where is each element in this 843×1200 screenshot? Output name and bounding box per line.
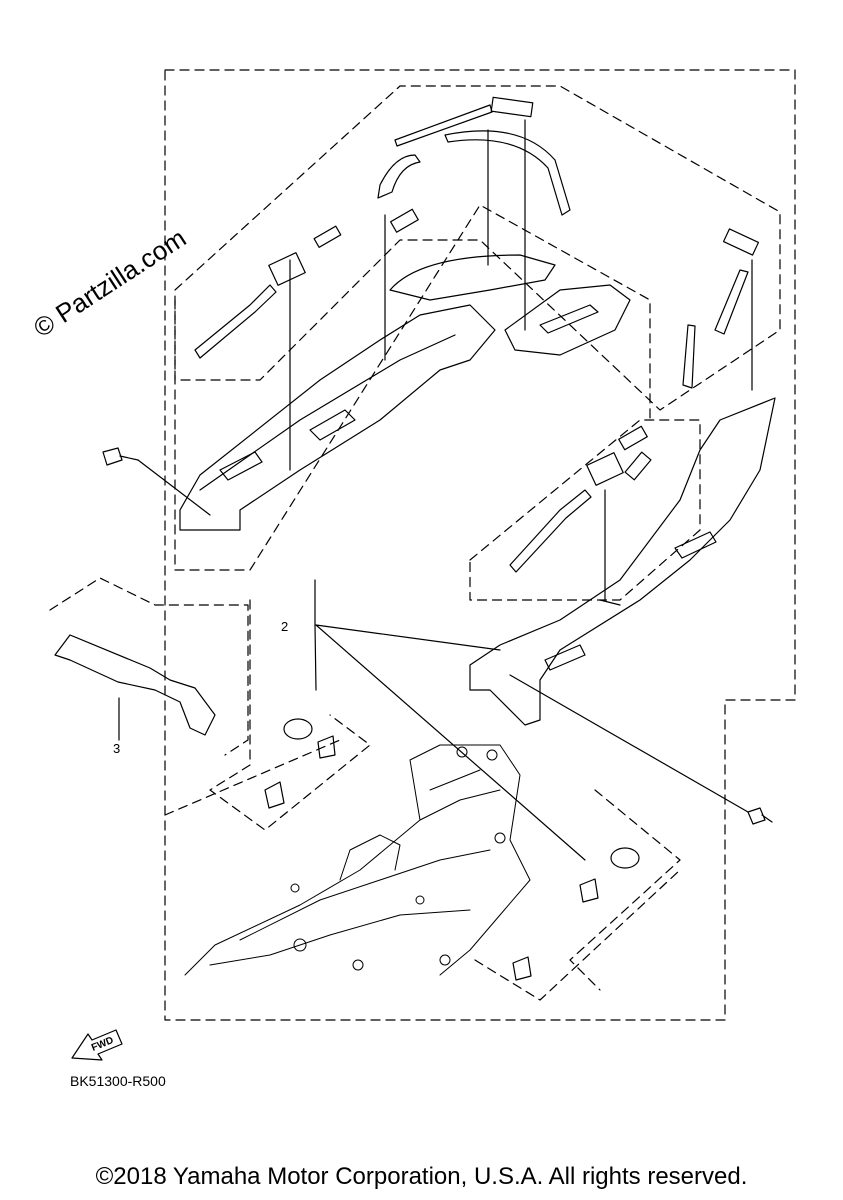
bottom-cover-part xyxy=(54,634,216,736)
callout-part-3: 3 xyxy=(113,741,121,756)
callout-part-2: 2 xyxy=(281,619,289,634)
clip-left-2 xyxy=(264,781,285,809)
leader-lines xyxy=(118,119,753,861)
side-cover-upper-cutout-1 xyxy=(309,409,356,441)
side-cover-upper-edge xyxy=(199,334,456,491)
damper-left xyxy=(283,718,313,740)
side-cover-upper xyxy=(179,304,496,531)
clip-part-upper xyxy=(268,252,306,286)
damper-right xyxy=(610,847,640,869)
rear-frame xyxy=(184,744,531,976)
left-inner-dashed-group xyxy=(174,204,651,571)
upper-seat-pad xyxy=(389,254,556,301)
wire-strip-upper xyxy=(194,284,277,359)
rear-pad-slot xyxy=(539,304,599,334)
clip-part-right xyxy=(586,452,624,486)
curved-trim-strip xyxy=(444,130,571,216)
clip-right-2 xyxy=(512,956,532,981)
lower-left-dashed-group xyxy=(209,599,371,831)
fwd-arrow-label: FWD xyxy=(90,1035,115,1054)
frame-dashed-box xyxy=(164,739,681,1001)
left-cover-dashed-group xyxy=(49,577,249,756)
upper-hex-dashed-group xyxy=(174,85,781,411)
strip-right xyxy=(714,269,749,335)
small-curved-strip xyxy=(377,154,421,199)
bolt-left xyxy=(102,447,139,466)
side-cover-right-cutout-1 xyxy=(544,644,586,671)
clip-left-1 xyxy=(317,735,336,759)
rear-pad-part xyxy=(504,284,631,356)
side-cover-right-cutout-2 xyxy=(674,531,717,559)
side-cover-upper-cutout-2 xyxy=(219,451,263,481)
block-right-3 xyxy=(624,451,652,481)
right-inner-dashed-group xyxy=(469,419,701,601)
block-right-1 xyxy=(722,228,760,256)
strip-right-small xyxy=(682,324,696,389)
lower-right-dashed-group xyxy=(569,789,681,991)
block-right-2 xyxy=(618,425,648,451)
wire-strip-right xyxy=(509,489,592,573)
small-block-2 xyxy=(313,225,342,248)
diagram-code: BK51300-R500 xyxy=(70,1073,166,1089)
copyright-notice: ©2018 Yamaha Motor Corporation, U.S.A. A… xyxy=(95,1163,748,1190)
side-cover-right xyxy=(469,397,776,726)
foam-block-top xyxy=(490,96,534,118)
fwd-arrow-icon xyxy=(71,1029,123,1061)
outer-dashed-boundary xyxy=(164,69,796,1021)
small-block-1 xyxy=(390,208,419,233)
foam-strip-top xyxy=(394,104,493,147)
clip-right-1 xyxy=(579,878,599,903)
bolt-right xyxy=(747,807,773,825)
